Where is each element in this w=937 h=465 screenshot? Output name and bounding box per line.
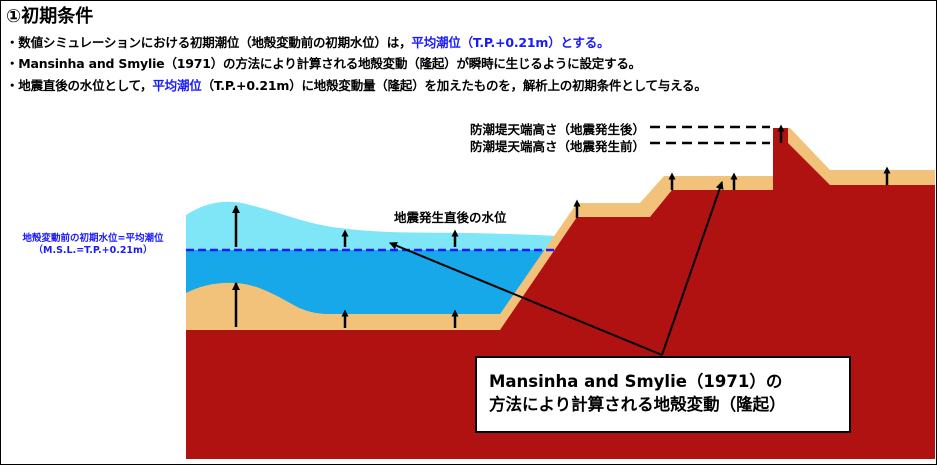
callout-line1: Mansinha and Smylie（1971）の (489, 372, 783, 391)
initial-water-level-label: 地殻変動前の初期水位=平均潮位 （M.S.L.=T.P.+0.21m） (0, 233, 186, 257)
seawall-before-label: 防潮堤天端高さ（地震発生前） (470, 139, 646, 154)
bullet-text-tide-value: （T.P.+0.21m）とする。 (460, 35, 610, 50)
bullet-initial-tide: ・数値シミュレーションにおける初期潮位（地殻変動前の初期水位）は，平均潮位（T.… (6, 32, 610, 51)
pointer-to-slope (661, 181, 724, 356)
bullet-text: ・数値シミュレーションにおける初期潮位（地殻変動前の初期水位）は， (6, 35, 412, 50)
page-title: ①初期条件 (6, 6, 94, 27)
seawall-after-label: 防潮堤天端高さ（地震発生後） (470, 122, 646, 137)
callout-pointers (389, 181, 724, 356)
initial-water-label-line2: （M.S.L.=T.P.+0.21m） (33, 245, 153, 256)
highlight-mean-tide: 平均潮位 (411, 35, 461, 50)
method-callout: Mansinha and Smylie（1971）の 方法により計算される地殻変… (475, 356, 851, 433)
highlight-mean-tide: 平均潮位 (152, 78, 202, 93)
bullet-text: ・地震直後の水位として， (6, 78, 153, 93)
callout-line2: 方法により計算される地殻変動（隆起） (489, 395, 786, 414)
bullet-crustal-deformation: ・Mansinha and Smylie（1971）の方法により計算される地殻変… (6, 53, 641, 72)
post-quake-water-label: 地震発生直後の水位 (394, 210, 507, 225)
uplift-arrows (232, 124, 891, 328)
bullet-post-quake-water: ・地震直後の水位として，平均潮位（T.P.+0.21m）に地殻変動量（隆起）を加… (6, 75, 707, 94)
bullet-text: ・Mansinha and Smylie（1971）の方法により計算される地殻変… (6, 56, 641, 71)
pointer-to-water (389, 241, 663, 356)
bullet-text-rest: （T.P.+0.21m）に地殻変動量（隆起）を加えたものを，解析上の初期条件とし… (201, 78, 707, 93)
initial-water-label-line1: 地殻変動前の初期水位=平均潮位 (22, 233, 164, 244)
